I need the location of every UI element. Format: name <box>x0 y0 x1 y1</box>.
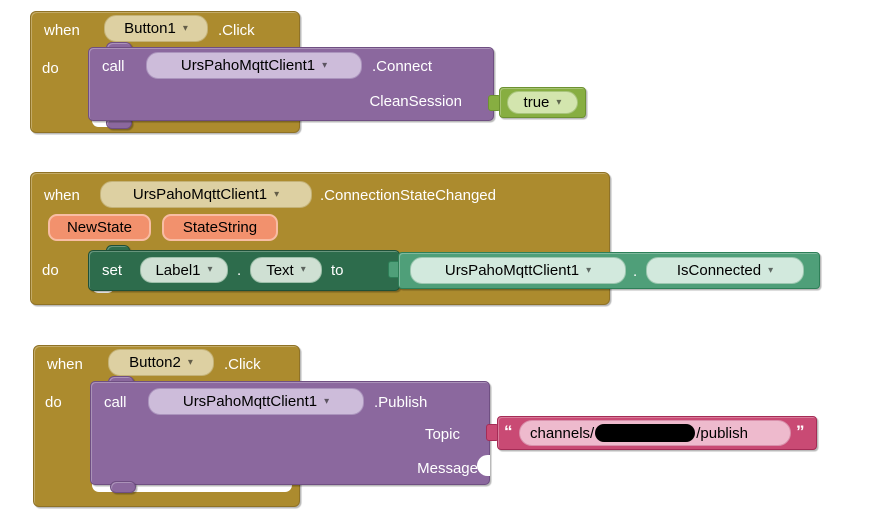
dropdown-value: IsConnected <box>676 262 762 279</box>
dropdown-value: Label1 <box>155 261 201 279</box>
text-string-input[interactable]: channels/ /publish <box>519 420 791 446</box>
method-name-label: .Connect <box>372 58 433 75</box>
dropdown-value: Button1 <box>124 20 176 37</box>
empty-value-socket[interactable] <box>477 455 490 476</box>
do-label: do <box>45 394 62 411</box>
logic-value-dropdown[interactable]: true ▾ <box>507 91 578 114</box>
param-chip-label: StateString <box>182 219 258 236</box>
dropdown-value: Button2 <box>129 354 181 371</box>
component-dropdown-mqttclient[interactable]: UrsPahoMqttClient1 ▾ <box>148 388 364 415</box>
dropdown-value: UrsPahoMqttClient1 <box>444 262 580 279</box>
call-label: call <box>102 58 125 75</box>
event-name-label: .Click <box>224 356 261 373</box>
chevron-down-icon: ▾ <box>324 395 330 407</box>
chevron-down-icon: ▾ <box>300 264 306 275</box>
component-dropdown-label1[interactable]: Label1 ▾ <box>140 257 228 283</box>
set-label: set <box>102 262 123 279</box>
dropdown-value: UrsPahoMqttClient1 <box>180 57 316 74</box>
do-label: do <box>42 60 59 77</box>
event-name-label: .ConnectionStateChanged <box>320 187 496 204</box>
param-label-message: Message <box>417 460 478 477</box>
when-label: when <box>44 22 80 39</box>
property-dropdown-isconnected[interactable]: IsConnected ▾ <box>646 257 804 284</box>
dropdown-value: UrsPahoMqttClient1 <box>182 393 318 410</box>
event-param-newstate[interactable]: NewState <box>48 214 151 241</box>
event-name-label: .Click <box>218 22 255 39</box>
call-label: call <box>104 394 127 411</box>
set-label1-text-block[interactable] <box>88 250 400 291</box>
chevron-down-icon: ▾ <box>556 96 562 108</box>
do-label: do <box>42 262 59 279</box>
chevron-down-icon: ▾ <box>274 188 280 200</box>
when-label: when <box>44 187 80 204</box>
param-chip-label: NewState <box>66 219 133 236</box>
component-dropdown-mqttclient[interactable]: UrsPahoMqttClient1 ▾ <box>146 52 362 79</box>
topic-text-after: /publish <box>696 424 748 442</box>
chevron-down-icon: ▾ <box>322 59 328 71</box>
param-label-cleansession: CleanSession <box>369 93 462 110</box>
close-quote: ” <box>796 422 805 441</box>
open-quote: “ <box>504 422 513 441</box>
param-label-topic: Topic <box>424 426 460 443</box>
event-param-statestring[interactable]: StateString <box>162 214 278 241</box>
component-dropdown-button2[interactable]: Button2 ▾ <box>108 349 214 376</box>
chevron-down-icon: ▾ <box>586 264 592 276</box>
dot-separator: . <box>633 263 638 280</box>
component-dropdown-button1[interactable]: Button1 ▾ <box>104 15 208 42</box>
property-dropdown-text[interactable]: Text ▾ <box>250 257 322 283</box>
component-dropdown-mqttclient[interactable]: UrsPahoMqttClient1 ▾ <box>100 181 312 208</box>
when-label: when <box>47 356 83 373</box>
dropdown-value: UrsPahoMqttClient1 <box>132 186 268 203</box>
method-name-label: .Publish <box>374 394 428 411</box>
chevron-down-icon: ▾ <box>182 22 188 34</box>
chevron-down-icon: ▾ <box>207 264 213 275</box>
chevron-down-icon: ▾ <box>187 356 193 368</box>
dropdown-value: Text <box>266 261 294 279</box>
topic-text-before: channels/ <box>530 424 595 442</box>
dot-separator: . <box>237 262 242 279</box>
chevron-down-icon: ▾ <box>768 264 774 276</box>
redaction-bar <box>595 424 696 442</box>
block-bottom-notch <box>110 481 136 493</box>
to-label: to <box>331 262 344 279</box>
component-dropdown-mqttclient[interactable]: UrsPahoMqttClient1 ▾ <box>410 257 626 284</box>
dropdown-value: true <box>523 94 550 111</box>
